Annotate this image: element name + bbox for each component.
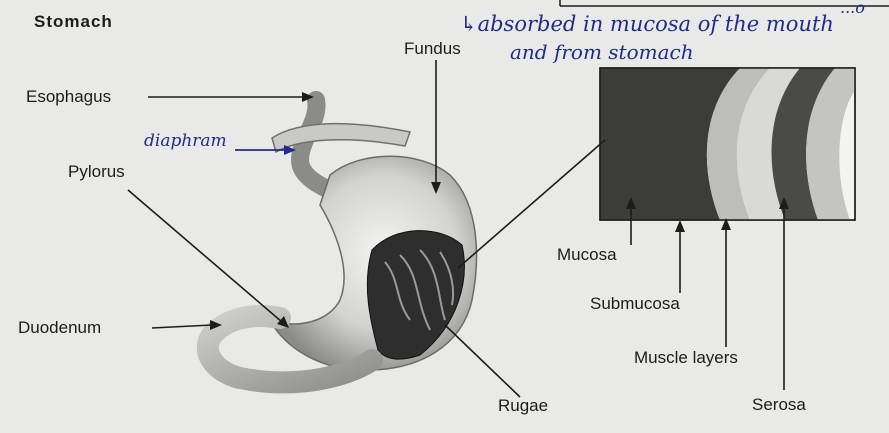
leader-rugae [445,325,520,397]
label-submucosa: Submucosa [590,295,680,312]
handwritten-note-cut: ...o [840,0,865,16]
leader-pylorus [128,190,282,322]
handwritten-diaphragm: diaphram [144,133,227,150]
arrow-submucosa [675,220,685,232]
handwritten-note-line2: and from stomach [510,42,694,62]
diaphragm-band [272,124,410,152]
diagram-title: Stomach [34,13,113,30]
label-pylorus: Pylorus [68,163,125,180]
label-duodenum: Duodenum [18,319,101,336]
label-mucosa: Mucosa [557,246,617,263]
handwritten-note-line1: ↳absorbed in mucosa of the mouth [460,14,834,35]
label-serosa: Serosa [752,396,806,413]
label-fundus: Fundus [404,40,461,57]
label-esophagus: Esophagus [26,88,111,105]
label-rugae: Rugae [498,397,548,414]
leader-duodenum [152,325,212,328]
wall-cross-section [600,68,855,220]
label-muscle-layers: Muscle layers [634,349,738,366]
